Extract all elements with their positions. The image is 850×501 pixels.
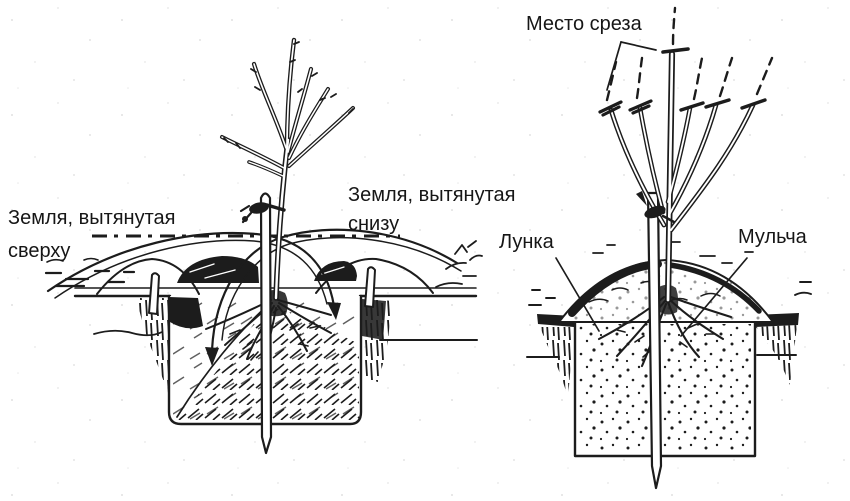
mulch-leader [680, 257, 748, 337]
label-mulch: Мульча [738, 226, 807, 248]
label-line: сверху [8, 240, 71, 262]
arrowhead-left [205, 347, 219, 366]
label-line: Земля, вытянутая [348, 184, 516, 206]
label-line: Земля, вытянутая [8, 207, 176, 229]
label-planting-hole: Лунка [499, 231, 554, 253]
left-bud-ticks [223, 41, 354, 149]
right-tree-tie [636, 191, 676, 224]
label-soil-pulled-from-below: Земля, вытянутая снизу [348, 181, 516, 239]
arrowhead-right [327, 302, 341, 320]
cut-leader-left [606, 41, 622, 91]
left-sapling-tree [220, 37, 355, 301]
left-planting-illustration [44, 37, 483, 455]
pruned-branch-dashes [605, 6, 774, 102]
branch-cut-marks [598, 47, 767, 117]
label-line: снизу [348, 213, 400, 235]
left-soil-arrows [46, 228, 462, 366]
hole-leader [555, 257, 600, 332]
left-tree-tie [239, 202, 286, 224]
left-stake [259, 192, 273, 455]
cut-leader-right [620, 41, 657, 51]
label-cut-place: Место среза [526, 13, 642, 35]
right-planting-pit [573, 318, 757, 458]
right-planting-illustration [526, 6, 812, 490]
right-ground [526, 241, 812, 398]
label-leader-lines [555, 41, 748, 337]
left-pegs [148, 266, 376, 315]
label-soil-pulled-from-top: Земля, вытянутая сверху [8, 202, 176, 268]
